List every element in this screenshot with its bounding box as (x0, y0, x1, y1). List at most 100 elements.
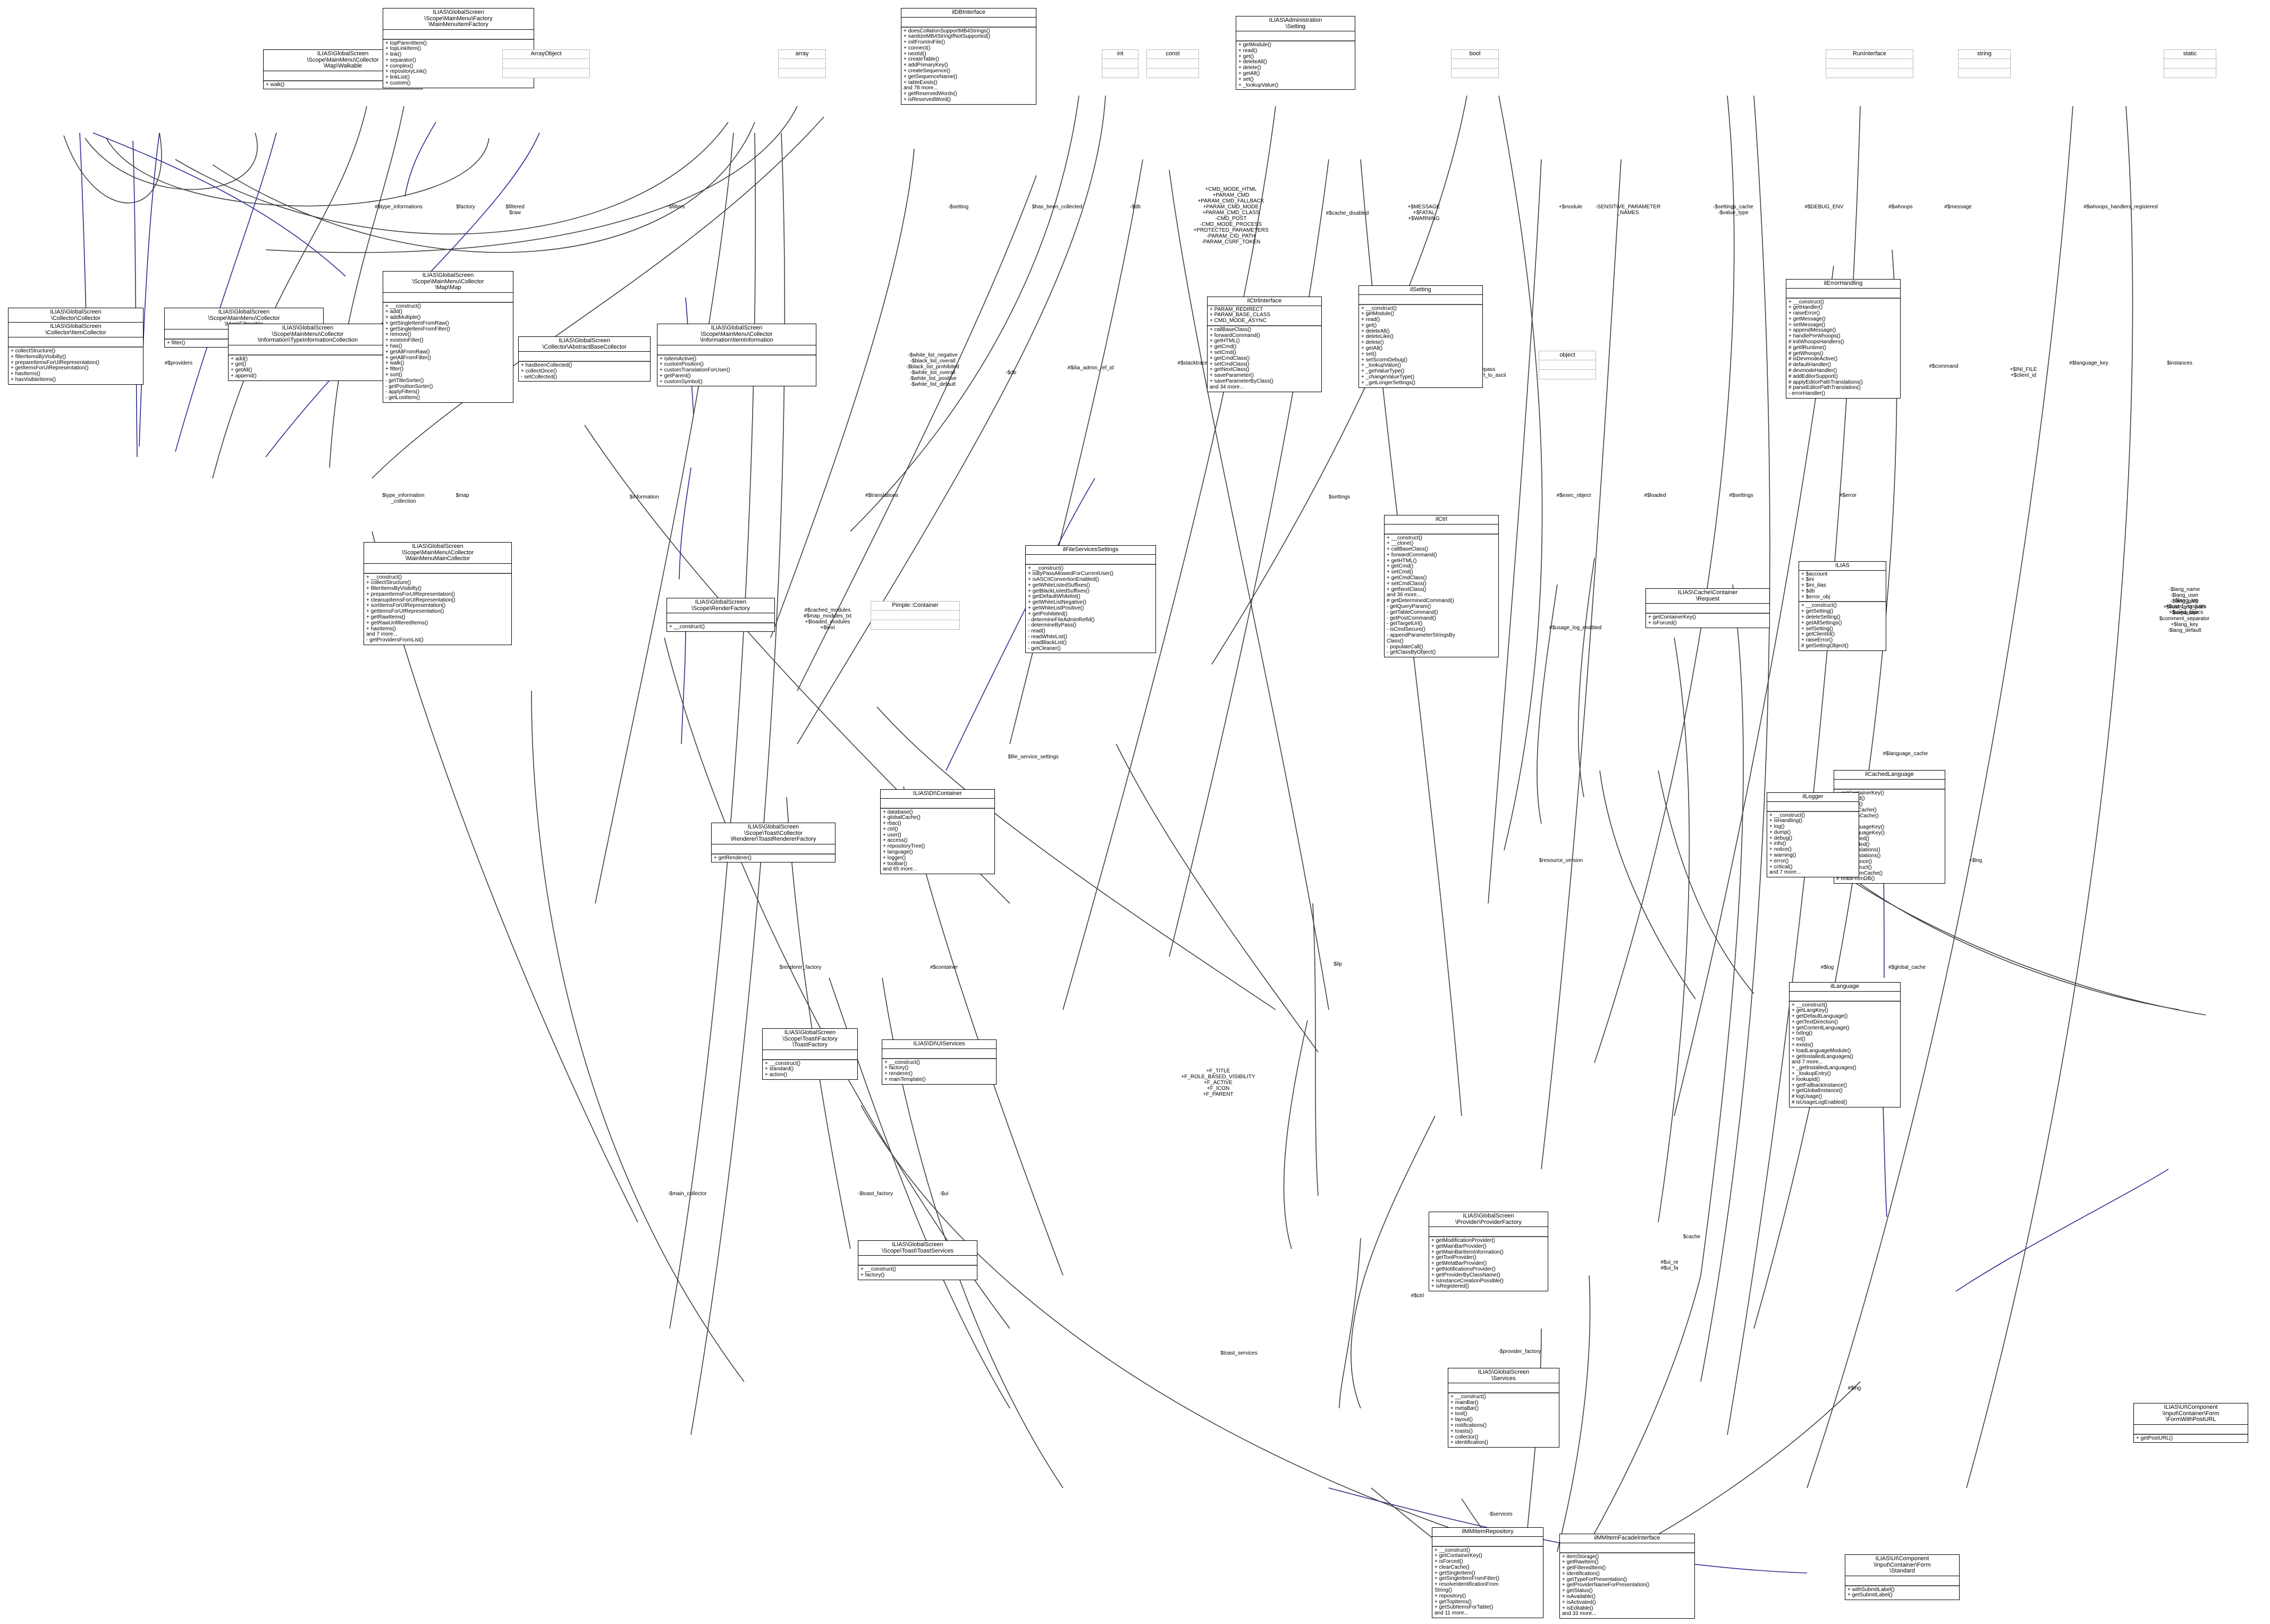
class-attributes (1845, 1576, 1959, 1585)
class-separator-bottom (901, 26, 1036, 28)
class-title: ILIAS (1835, 562, 1850, 569)
class-operations: + __construct() + isByPassAllowedForCurr… (1028, 565, 1113, 652)
class-separator-bottom (1826, 67, 1913, 69)
class-operations: + __construct() + collectStructure() + f… (366, 574, 455, 644)
edge-label-l2: $factory (456, 204, 475, 210)
class-attributes (2134, 1425, 2248, 1434)
uml-class-ilmmitemfacade[interactable]: ilMMItemFacadeInterface+ itemStorage() +… (1559, 1534, 1695, 1619)
class-operations (779, 69, 825, 78)
uml-class-typeinfocollection[interactable]: ILIAS\GlobalScreen \Scope\MainMenu\Colle… (228, 324, 387, 381)
uml-class-illanguage[interactable]: ilLanguage+ __construct() + getLangKey()… (1789, 982, 1901, 1107)
class-separator-bottom (9, 346, 143, 348)
uml-class-abstractbase[interactable]: ILIAS\GlobalScreen \Collector\AbstractBa… (518, 336, 651, 382)
edge-label-l49: $resource_version (1539, 858, 1583, 864)
edge-label-l15: #$whoops (1888, 204, 1913, 210)
class-separator-bottom (1236, 40, 1355, 41)
uml-class-providerfactory[interactable]: ILIAS\GlobalScreen \Provider\ProviderFac… (1429, 1212, 1548, 1292)
uml-class-ilfileservices[interactable]: ilFileServicesSettings+ __construct() + … (1025, 545, 1156, 654)
uml-class-gsservices[interactable]: ILIAS\GlobalScreen \Services+ __construc… (1448, 1368, 1559, 1448)
class-attributes (667, 613, 774, 622)
class-operations: + hasBeenCollected() + collectOnce() - s… (521, 362, 572, 380)
uml-class-ilmmitemrepository[interactable]: ilMMItemRepository+ __construct() + getC… (1432, 1527, 1543, 1619)
edge-label-l14: #$DEBUG_ENV (1804, 204, 1844, 210)
class-title: ILIAS\GlobalScreen \Scope\Toast\ToastSer… (881, 1241, 954, 1254)
edge-label-l37: #$loaded (1644, 493, 1666, 498)
uml-class-toastservices[interactable]: ILIAS\GlobalScreen \Scope\Toast\ToastSer… (858, 1240, 977, 1280)
class-title: string (1977, 50, 1991, 57)
edge-label-l28: $instances (2167, 360, 2192, 366)
class-attributes (1790, 992, 1900, 1001)
class-attributes (383, 30, 534, 39)
uml-class-ilctrl[interactable]: ilCtrl+ __construct() + __clone() + call… (1384, 515, 1499, 658)
edge-label-l9: #$cache_disabled (1326, 210, 1369, 216)
uml-class-map[interactable]: ILIAS\GlobalScreen \Scope\MainMenu\Colle… (383, 271, 513, 403)
class-operations: + doesCollationSupportMB4Strings() + san… (904, 28, 991, 103)
class-attributes (871, 611, 959, 620)
edge-label-l52: #$container (930, 965, 958, 970)
class-attributes: + PARAM_REDIRECT + PARAM_BASE_CLASS + CM… (1210, 306, 1271, 324)
uml-class-ilctrlinterface[interactable]: ilCtrlInterface + PARAM_REDIRECT + PARAM_… (1207, 297, 1322, 392)
class-attributes (1452, 59, 1498, 68)
class-separator-top (1452, 58, 1498, 59)
class-title: Pimple::Container (892, 602, 939, 608)
class-title: ILIAS\UI\Component \Input\Container\Form… (2162, 1404, 2220, 1423)
edge-label-l41: #$usage_log_enabled (1549, 625, 1602, 631)
class-title: ilCtrlInterface (1247, 298, 1282, 304)
uml-class-object[interactable]: object (1539, 351, 1596, 379)
edge-label-l18: #$providers (164, 360, 193, 366)
edge-label-l13: -$settings_cache -$value_type (1713, 204, 1753, 216)
uml-class-string[interactable]: string (1958, 49, 2011, 78)
class-title: ilLogger (1802, 793, 1824, 800)
edge-label-l20: -$db (1005, 370, 1017, 376)
edge-label-l62: #$lng (1847, 1385, 1861, 1391)
class-title: ILIAS\GlobalScreen \Scope\MainMenu\Colle… (307, 50, 379, 69)
uml-class-cacherequest[interactable]: ILIAS\Cache\Container \Request+ getConta… (1645, 588, 1770, 628)
edge-label-l30: -$lang_name -$lang_user -$lang_path +$cu… (2159, 587, 2210, 633)
uml-class-adminsetting[interactable]: ILIAS\Administration \Setting+ getModule… (1236, 16, 1355, 90)
edge-label-l5: -$setting (948, 204, 969, 210)
class-separator-bottom (779, 67, 825, 69)
uml-class-uistandard[interactable]: ILIAS\UI\Component \Input\Container\Form… (1845, 1554, 1960, 1601)
uml-class-runinterface[interactable]: RunInterface (1826, 49, 1913, 78)
uml-class-toastrendererfactory[interactable]: ILIAS\GlobalScreen \Scope\Toast\Collecto… (711, 823, 836, 863)
class-attributes (519, 352, 650, 361)
edge-label-l38: #$settings (1729, 493, 1753, 498)
uml-class-pimple[interactable]: Pimple::Container (871, 601, 960, 630)
uml-class-static[interactable]: static (2164, 49, 2216, 78)
uml-class-arrayobject[interactable]: ArrayObject (502, 49, 590, 78)
uml-class-uiformposturl[interactable]: ILIAS\UI\Component \Input\Container\Form… (2133, 1403, 2248, 1443)
uml-class-illogger[interactable]: ilLogger+ __construct() + isHandling() +… (1767, 792, 1859, 878)
class-title: ILIAS\GlobalScreen \Collector\ItemCollec… (45, 323, 106, 336)
uml-class-int[interactable]: int (1102, 49, 1138, 78)
class-title: ILIAS\GlobalScreen \Scope\RenderFactory (691, 599, 750, 612)
edge-label-l40: #$cached_modules #$map_modules_txt +$loa… (803, 607, 852, 631)
class-title: object (1559, 352, 1575, 358)
uml-class-diuiservices[interactable]: ILIAS\DI\UIServices+ __construct() + fac… (882, 1039, 997, 1085)
uml-class-ilerrorhandling[interactable]: ilErrorHandling+ __construct() + getHand… (1786, 279, 1901, 399)
uml-class-bool[interactable]: bool (1451, 49, 1499, 78)
class-attributes (858, 1256, 977, 1265)
uml-class-const[interactable]: const (1146, 49, 1199, 78)
class-separator-bottom (2134, 1433, 2248, 1435)
uml-class-ilsetting[interactable]: ilSetting+ __construct() + getModule() +… (1358, 285, 1483, 388)
class-title: ILIAS\GlobalScreen \Scope\Toast\Collecto… (730, 824, 816, 842)
uml-class-itemcollector[interactable]: ILIAS\GlobalScreen \Collector\ItemCollec… (8, 322, 144, 385)
class-attributes (1959, 59, 2010, 68)
class-operations: + add() + get() + getAll() + append() (231, 356, 257, 379)
uml-class-iteminformation[interactable]: ILIAS\GlobalScreen \Scope\MainMenu\Colle… (657, 324, 816, 387)
class-operations: + callBaseClass() + forwardCommand() + g… (1210, 326, 1273, 390)
class-attributes (1429, 1227, 1548, 1236)
class-attributes: + $account + $ini + $ini_ilias + $db + $… (1801, 571, 1830, 600)
class-title: ilLanguage (1830, 983, 1859, 989)
uml-class-dicontainer[interactable]: ILIAS\DI\Container+ database() + globalC… (880, 789, 995, 875)
uml-class-mainmenumaincollector[interactable]: ILIAS\GlobalScreen \Scope\MainMenu\Colle… (364, 542, 512, 646)
uml-class-ilias[interactable]: ILIAS + $account + $ini + $ini_ilias + $d… (1799, 561, 1886, 651)
uml-class-array[interactable]: array (778, 49, 826, 78)
uml-class-renderfactory[interactable]: ILIAS\GlobalScreen \Scope\RenderFactory+… (666, 598, 775, 632)
uml-class-toastfactory[interactable]: ILIAS\GlobalScreen \Scope\Toast\Factory … (762, 1028, 858, 1080)
uml-class-ildbinterface[interactable]: ilDBInterface+ doesCollationSupportMB4St… (901, 8, 1036, 105)
class-title: ArrayObject (530, 50, 562, 57)
class-attributes (364, 564, 511, 573)
class-title: ILIAS\GlobalScreen \Scope\MainMenu\Colle… (257, 325, 358, 343)
edge-label-l33: $information (629, 494, 659, 500)
